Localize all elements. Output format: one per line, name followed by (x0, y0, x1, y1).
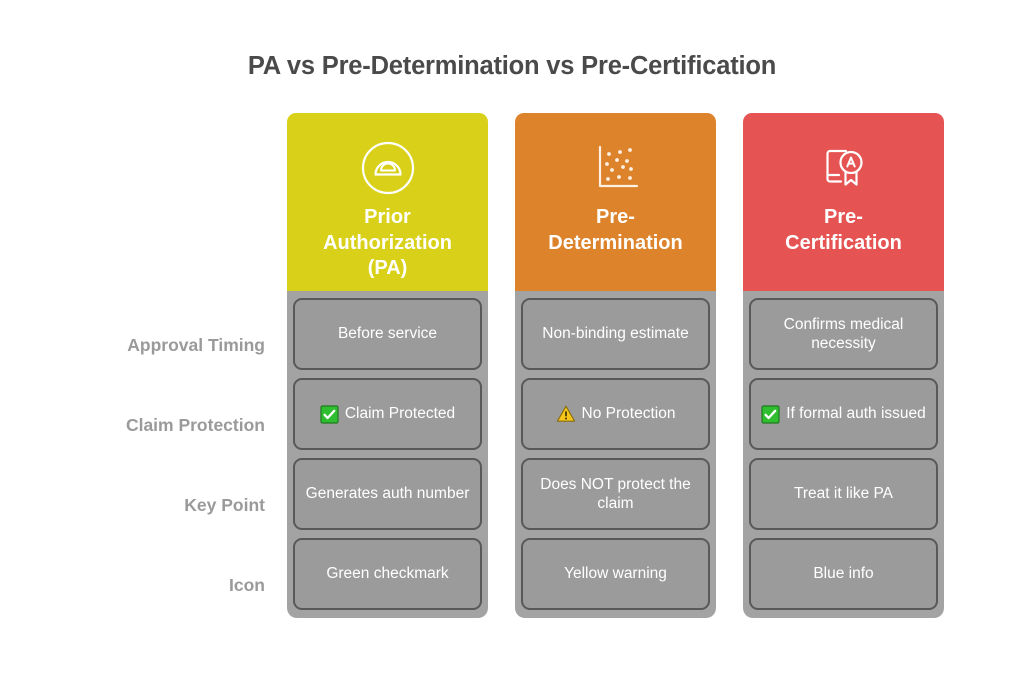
cell-text: Before service (337, 325, 438, 343)
column-title-prior-authorization: Prior Authorization (PA) (323, 206, 452, 280)
cell-pa-claim-protection: Claim Protected (293, 378, 482, 450)
column-body-prior-authorization: Before service Claim Protected (287, 291, 488, 618)
scatter-plot-icon (585, 137, 647, 199)
cell-pd-approval-timing: Non-binding estimate (521, 298, 710, 370)
column-title-pre-determination: Pre- Determination (548, 206, 683, 254)
cell-pd-icon: Yellow warning (521, 538, 710, 610)
cell-pd-claim-protection: No Protection (521, 378, 710, 450)
cell-pd-key-point: Does NOT protect the claim (521, 458, 710, 530)
row-label-column: Approval Timing Claim Protection Key Poi… (20, 305, 270, 625)
columns-container: Prior Authorization (PA) Before service (287, 113, 947, 618)
cell-pa-icon: Green checkmark (293, 538, 482, 610)
page-title: PA vs Pre-Determination vs Pre-Certifica… (247, 52, 777, 80)
row-label-icon: Icon (229, 574, 265, 595)
cell-pc-key-point: Treat it like PA (749, 458, 938, 530)
cell-text: Confirms medical necessity (783, 315, 904, 352)
column-body-pre-certification: Confirms medical necessity If formal aut… (743, 291, 944, 618)
row-label-key-point: Key Point (184, 494, 265, 515)
cell-text: Yellow warning (564, 565, 667, 583)
column-header-prior-authorization: Prior Authorization (PA) (287, 113, 488, 291)
column-pre-determination: Pre- Determination Non-binding estimate (515, 113, 716, 618)
column-pre-certification: Pre- Certification Confirms medical nece… (743, 113, 944, 618)
cell-text: Claim Protected (344, 405, 456, 423)
column-body-pre-determination: Non-binding estimate No Protection (515, 291, 716, 618)
cell-pa-approval-timing: Before service (293, 298, 482, 370)
column-header-pre-determination: Pre- Determination (515, 113, 716, 291)
column-prior-authorization: Prior Authorization (PA) Before service (287, 113, 488, 618)
cell-pc-icon: Blue info (749, 538, 938, 610)
row-label-approval-timing: Approval Timing (127, 334, 265, 355)
certificate-award-icon (813, 137, 875, 199)
green-check-box-icon (320, 404, 339, 424)
cell-text: Does NOT protect the claim (540, 475, 691, 512)
cell-text: Generates auth number (305, 485, 470, 503)
dome-shield-circle-icon (357, 137, 419, 199)
cell-text: No Protection (581, 405, 676, 423)
green-check-box-icon (761, 404, 780, 424)
column-title-pre-certification: Pre- Certification (785, 206, 902, 254)
cell-text: If formal auth issued (786, 405, 926, 423)
cell-text: Non-binding estimate (542, 325, 689, 343)
cell-pc-claim-protection: If formal auth issued (749, 378, 938, 450)
cell-text: Green checkmark (326, 565, 449, 583)
row-label-claim-protection: Claim Protection (125, 414, 265, 435)
cell-text: Blue info (813, 565, 874, 583)
warning-triangle-icon (556, 404, 576, 424)
cell-pa-key-point: Generates auth number (293, 458, 482, 530)
cell-text: Treat it like PA (793, 485, 894, 503)
cell-pc-approval-timing: Confirms medical necessity (749, 298, 938, 370)
column-header-pre-certification: Pre- Certification (743, 113, 944, 291)
